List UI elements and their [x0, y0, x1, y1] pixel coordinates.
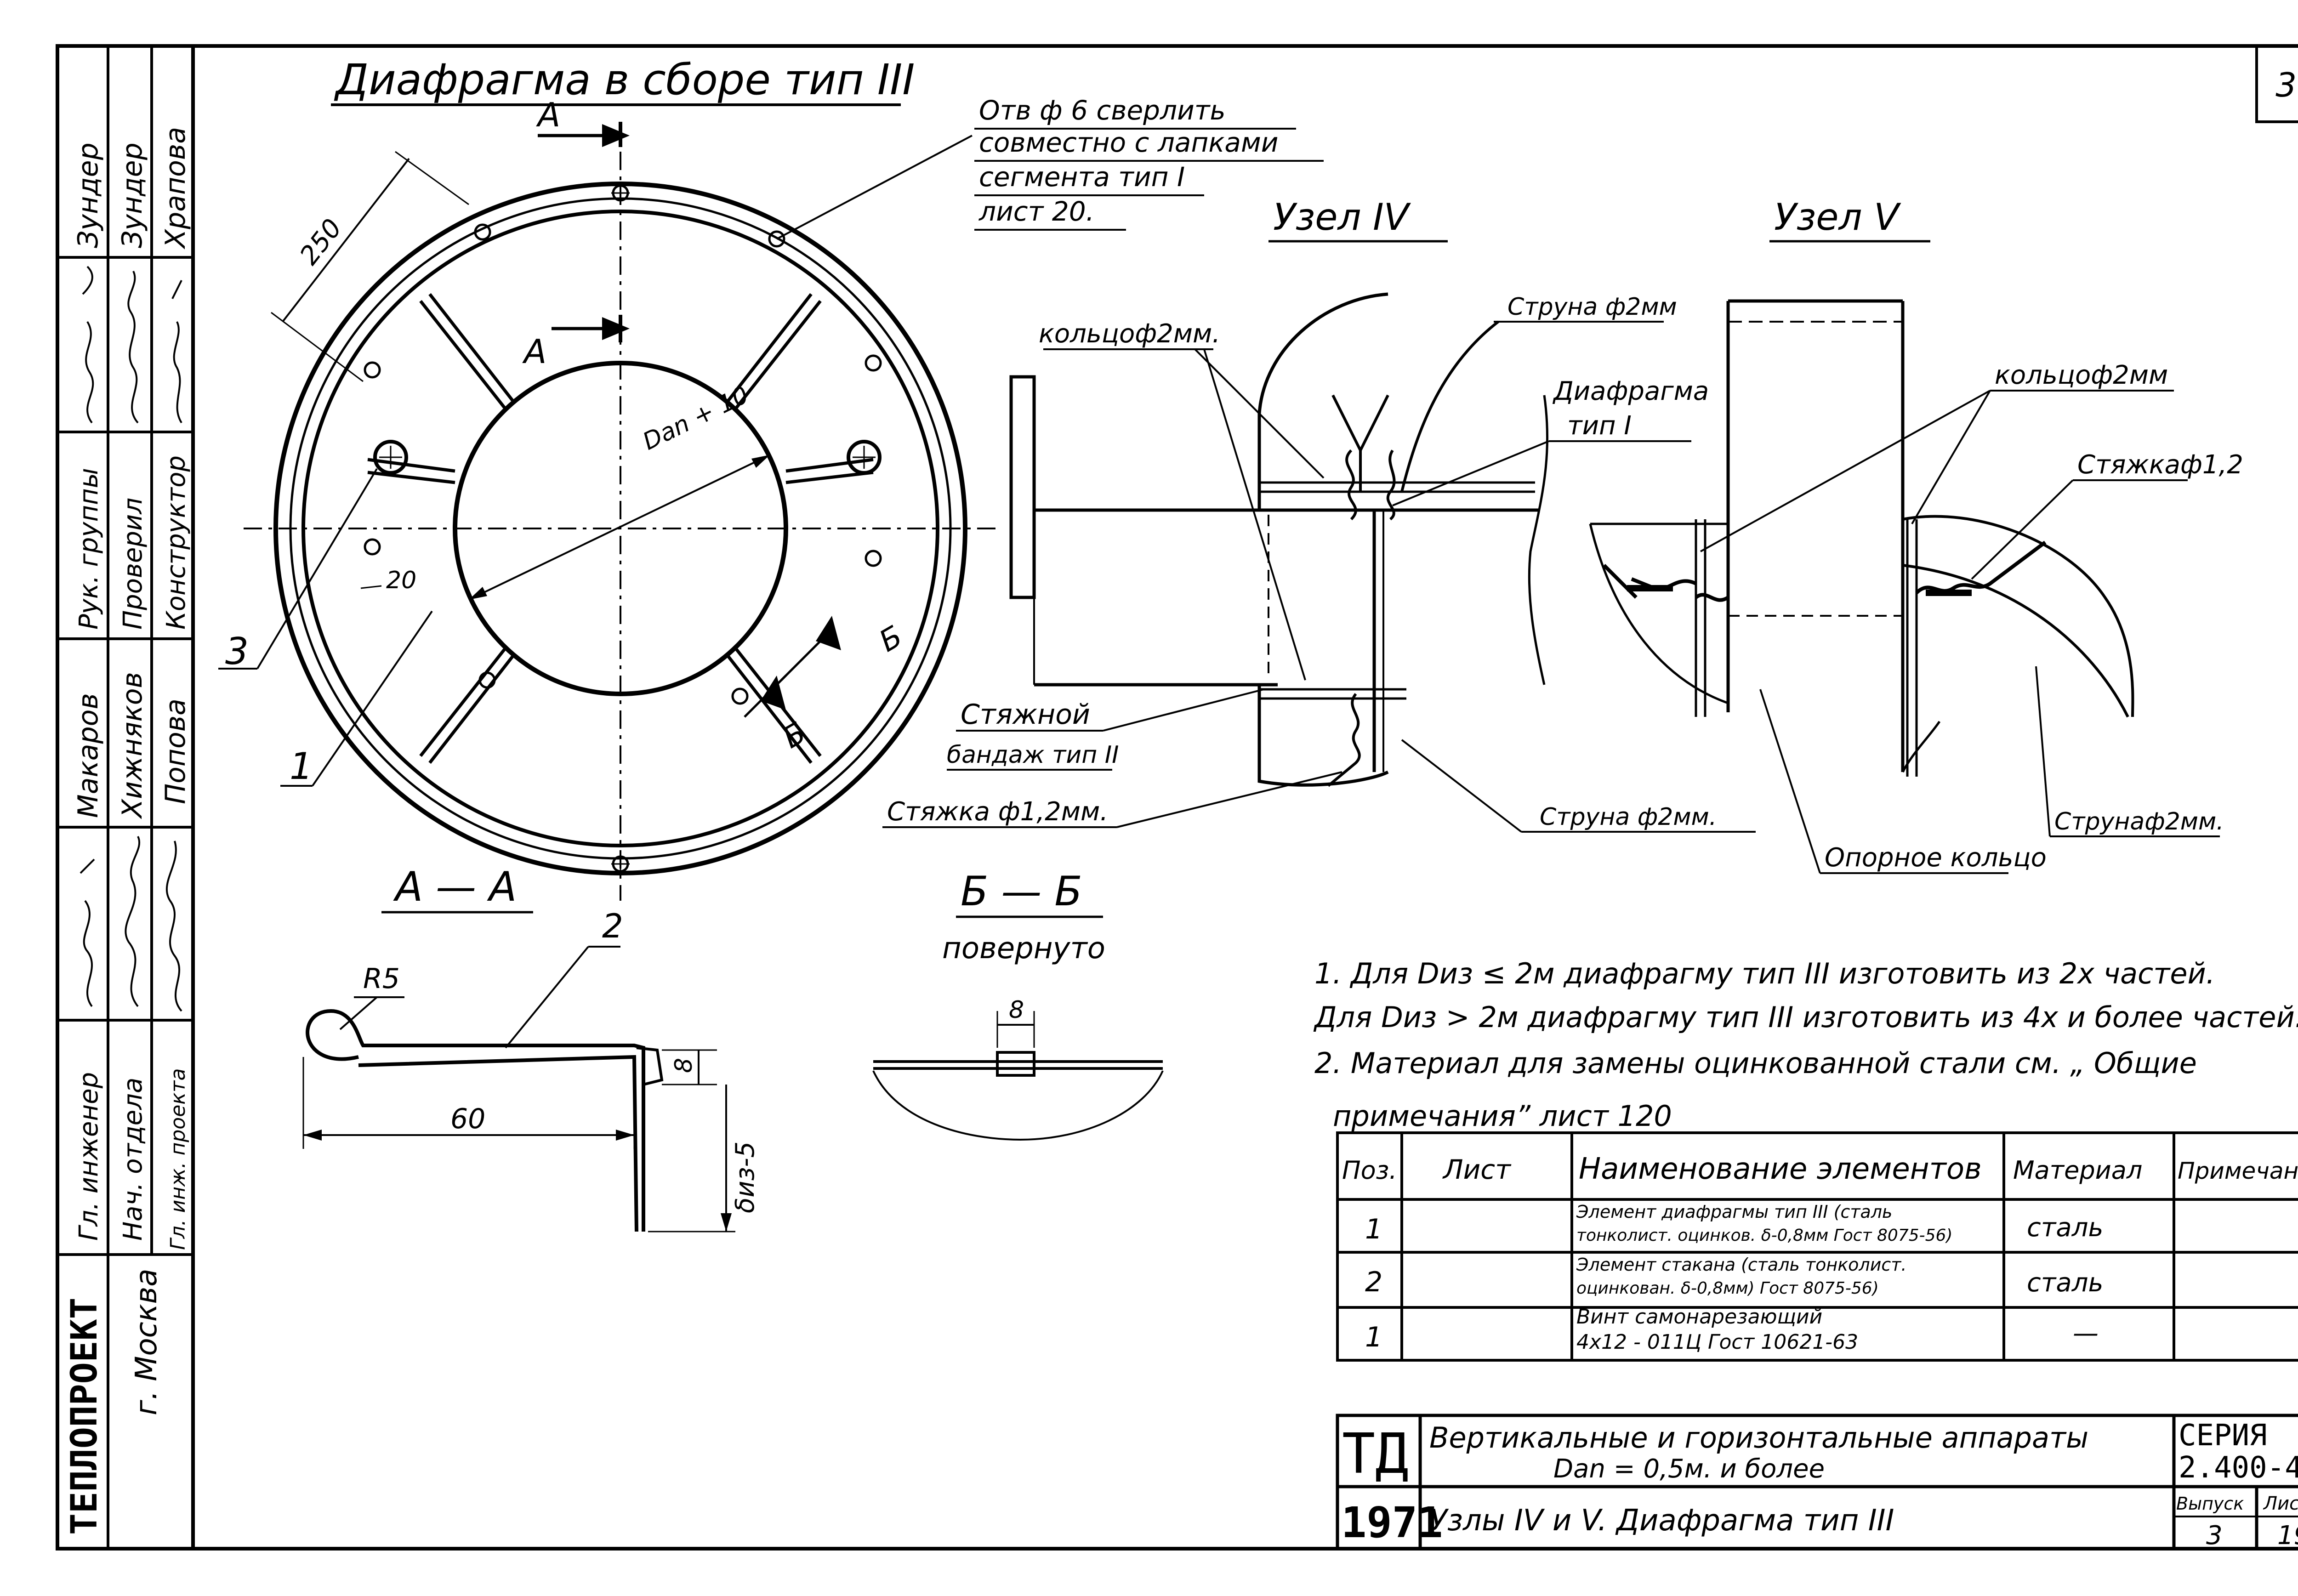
title-block-issue-label: Выпуск	[2176, 1494, 2244, 1514]
position-1: 1	[290, 745, 313, 788]
node-4-tie-label: Стяжка ф1,2мм.	[887, 797, 1108, 827]
section-a-a-dim-8: 8	[670, 1058, 698, 1073]
section-a-a-dim-60: 60	[450, 1103, 485, 1135]
note-1-line-1: 1. Для Dиз ≤ 2м диафрагму тип III изгото…	[1314, 957, 2215, 990]
spec-header-sheet: Лист	[1442, 1154, 1512, 1185]
spec-row-3-name-2: 4х12 - 011Ц Гост 10621-63	[1576, 1330, 1858, 1354]
node-4: Узел IV	[882, 196, 1756, 833]
section-b-b-title: Б — Б	[961, 868, 1082, 915]
diaphragm-plan-view	[218, 122, 997, 901]
section-b-b-dim-8: 8	[1009, 996, 1024, 1024]
spec-row-2-pos: 2	[1365, 1266, 1382, 1298]
spec-row-3-name-1: Винт самонарезающий	[1576, 1305, 1822, 1329]
node-5-tie-label: Стяжкаф1,2	[2077, 450, 2243, 480]
general-notes: 1. Для Dиз ≤ 2м диафрагму тип III изгото…	[1313, 957, 2298, 1133]
title-block-title-1: Вертикальные и горизонтальные аппараты	[1429, 1421, 2088, 1454]
stamp-role-dept-head: Нач. отдела	[118, 1078, 148, 1241]
title-block-title-2: Dan = 0,5м. и более	[1553, 1454, 1825, 1484]
title-block: ТД 1971 Вертикальные и горизонтальные ап…	[1336, 1414, 2298, 1551]
node-4-title: Узел IV	[1273, 196, 1411, 239]
spec-row-2-name-2: оцинкован. δ-0,8мм) Гост 8075-56)	[1576, 1279, 1879, 1298]
spec-row-1-pos: 1	[1365, 1213, 1382, 1245]
drill-note: Отв ф 6 сверлить совместно с лапками сег…	[974, 95, 1324, 231]
node-4-band-label-1: Стяжной	[961, 699, 1090, 731]
node-4-diaphragm-label-2: тип I	[1567, 411, 1632, 441]
spec-header-material: Материал	[2013, 1156, 2142, 1185]
stamp-name-makarov: Макаров	[72, 693, 104, 818]
dim-20: 20	[386, 567, 416, 594]
spec-row-2-name-1: Элемент стакана (сталь тонколист.	[1576, 1255, 1907, 1275]
title-block-issue-value: 3	[2206, 1521, 2223, 1551]
node-5: Узел V	[1589, 196, 2243, 874]
title-block-sheet-value: 19	[2277, 1521, 2298, 1551]
spec-row-1-name-1: Элемент диафрагмы тип III (сталь	[1576, 1202, 1892, 1222]
side-stamp	[57, 46, 193, 1549]
title-block-year: 1971	[1341, 1498, 1443, 1547]
spec-row-2-material: сталь	[2027, 1268, 2104, 1298]
stamp-role-group-head: Рук. группы	[74, 468, 104, 630]
stamp-role-checked: Проверил	[118, 498, 148, 630]
spec-row-3-pos: 1	[1365, 1321, 1382, 1353]
node-4-band-label-2: бандаж тип II	[947, 741, 1119, 769]
note-2-line-1: 2. Материал для замены оцинкованной стал…	[1314, 1046, 2197, 1080]
dim-250: 250	[294, 213, 348, 270]
node-4-string-bottom-label: Струна ф2мм.	[1540, 803, 1717, 831]
title-block-td: ТД	[1342, 1422, 1409, 1486]
node-5-string-label: Струнаф2мм.	[2054, 808, 2224, 835]
stamp-city: г. Москва	[130, 1269, 164, 1415]
stamp-role-chief-project-engineer: Гл. инж. проекта	[166, 1068, 190, 1250]
sheet-number: 30	[2275, 66, 2298, 104]
stamp-role-chief-engineer: Гл. инженер	[74, 1072, 104, 1241]
node-5-title: Узел V	[1774, 196, 1901, 239]
note-1-line-2: Для Dиз > 2м диафрагму тип III изготовит…	[1313, 1000, 2298, 1034]
node-4-diaphragm-label-1: Диафрагма	[1552, 376, 1709, 406]
spec-row-3-material: —	[2073, 1318, 2099, 1348]
side-stamp-texts: Гл. инженер Нач. отдела Гл. инж. проекта…	[64, 127, 192, 1535]
stamp-name-zunder-2: Зундер	[116, 142, 148, 248]
section-a-mark-middle: А	[522, 332, 546, 371]
spec-row-1-name-2: тонколист. оцинков. δ-0,8мм Гост 8075-56…	[1576, 1226, 1952, 1245]
section-b-b-subtitle: повернуто	[942, 931, 1105, 966]
dim-dan-plus-10: Dan + 10	[638, 381, 753, 455]
section-a-a-position-2: 2	[602, 907, 623, 945]
position-3: 3	[225, 630, 249, 673]
title-block-sheet-label: Лист	[2263, 1493, 2298, 1514]
section-a-a-dim-diz: δиз-5	[730, 1142, 760, 1213]
section-b-mark-1: Б	[874, 619, 908, 659]
section-a-a: А — А R5 2 60 8 δиз-5	[302, 863, 760, 1232]
title-block-series-label: СЕРИЯ	[2179, 1419, 2267, 1453]
spec-table: Поз. Лист Наименование элементов Материа…	[1336, 1131, 2298, 1362]
title-block-title-3: Узлы IV и V. Диафрагма тип III	[1429, 1504, 1894, 1538]
section-b-b: Б — Б повернуто 8	[872, 868, 1164, 1141]
stamp-role-designer: Конструктор	[161, 455, 191, 630]
drill-note-line-4: лист 20.	[978, 196, 1094, 227]
drill-note-line-1: Отв ф 6 сверлить	[979, 95, 1226, 126]
section-a-mark-top: А	[536, 96, 560, 134]
node-4-ring-label: кольцоф2мм.	[1039, 319, 1220, 349]
spec-header-pos: Поз.	[1342, 1156, 1397, 1185]
note-2-line-2: примечания” лист 120	[1333, 1099, 1672, 1133]
main-title: Диафрагма в сборе тип III	[334, 55, 915, 104]
section-a-a-title: А — А	[393, 863, 517, 910]
spec-row-1-material: сталь	[2027, 1213, 2104, 1243]
spec-header-notes: Примечания	[2178, 1158, 2298, 1184]
node-4-string-top-label: Струна ф2мм	[1507, 293, 1677, 321]
stamp-org: ТЕПЛОПРОЕКТ	[64, 1297, 105, 1535]
stamp-name-khrapova: Храпова	[159, 127, 192, 250]
drill-note-line-2: совместно с лапками	[979, 127, 1278, 158]
node-5-ring-label: кольцоф2мм	[1995, 360, 2168, 390]
section-a-a-r5: R5	[363, 963, 400, 995]
spec-header-name: Наименование элементов	[1579, 1152, 1982, 1186]
stamp-signatures	[80, 266, 182, 1012]
node-5-support-label: Опорное кольцо	[1825, 843, 2047, 873]
section-b-mark-2: Б	[777, 716, 812, 755]
drill-note-line-3: сегмента тип I	[979, 161, 1185, 193]
title-block-series-value: 2.400-4	[2179, 1451, 2298, 1485]
stamp-name-popova: Попова	[159, 699, 192, 804]
stamp-name-khizhnyakov: Хижняков	[116, 672, 148, 819]
stamp-name-zunder-1: Зундер	[72, 142, 104, 248]
